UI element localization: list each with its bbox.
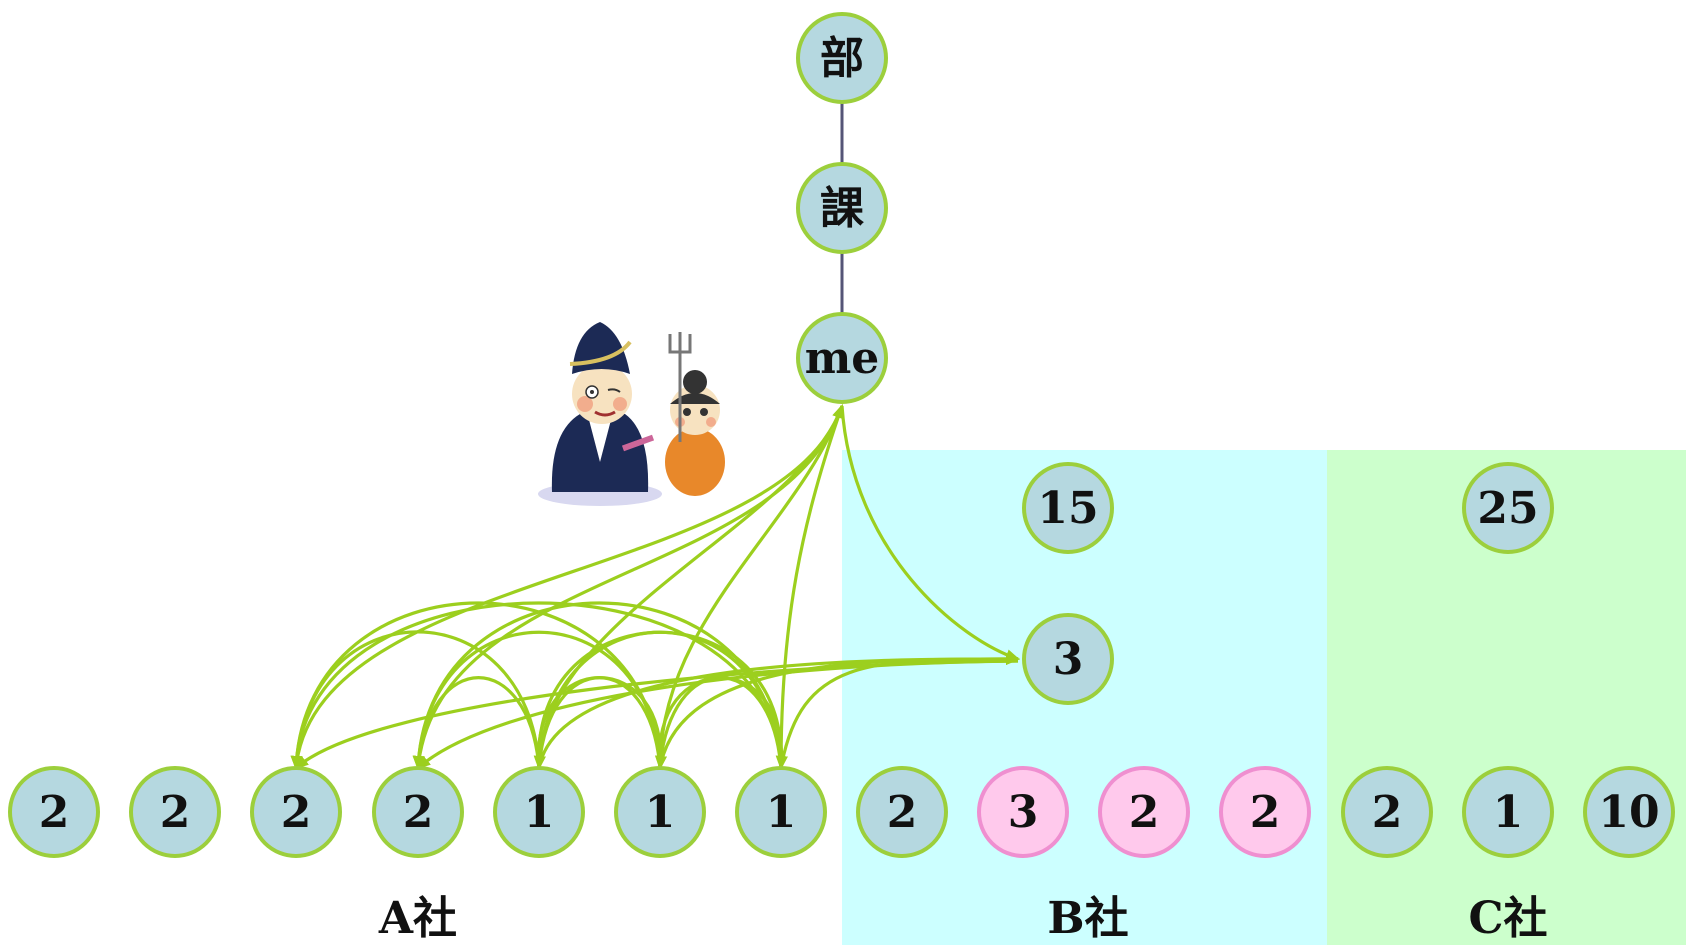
arrow-a-internal (655, 676, 783, 770)
arrow-to-b3 (779, 652, 1020, 769)
bottom-node-6: 1 (614, 766, 706, 858)
bottom-node-6-circle (614, 766, 706, 858)
arrow-a-internal (412, 601, 783, 770)
bottom-node-10: 2 (1098, 766, 1190, 858)
bottom-node-7: 1 (735, 766, 827, 858)
bottom-node-4: 2 (372, 766, 464, 858)
node-b-15-circle (1022, 462, 1114, 554)
bottom-node-2-label: 2 (160, 787, 191, 838)
node-bu-circle (796, 12, 888, 104)
bottom-node-11-label: 2 (1250, 787, 1281, 838)
bottom-node-12-label: 2 (1372, 787, 1403, 838)
arrow-from-me (291, 405, 844, 770)
bottom-node-6-label: 1 (645, 787, 676, 838)
bottom-node-5-circle (493, 766, 585, 858)
arrow-to-me (779, 404, 844, 769)
arrow-b3-to-a (416, 659, 1019, 770)
bottom-node-1: 2 (8, 766, 100, 858)
bottom-node-9-circle (977, 766, 1069, 858)
bottom-node-2-circle (129, 766, 221, 858)
bottom-node-11-circle (1219, 766, 1311, 858)
node-bu-label: 部 (820, 33, 864, 84)
node-c-25-circle (1462, 462, 1554, 554)
bottom-node-7-label: 1 (766, 787, 797, 838)
bottom-node-3-circle (250, 766, 342, 858)
node-bu: 部 (796, 12, 888, 104)
node-b-15-label: 15 (1037, 483, 1098, 534)
bottom-node-2: 2 (129, 766, 221, 858)
bottom-node-4-circle (372, 766, 464, 858)
bottom-node-5-label: 1 (524, 787, 555, 838)
node-c-25-label: 25 (1477, 483, 1538, 534)
arrow-a-internal (413, 676, 541, 770)
samurai-lord-and-child-illustration (538, 322, 725, 506)
node-me-circle (796, 312, 888, 404)
arrow-from-me (413, 405, 844, 770)
bottom-node-5: 1 (493, 766, 585, 858)
bottom-node-13-label: 1 (1493, 787, 1524, 838)
node-me: me (796, 312, 888, 404)
bottom-node-8: 2 (856, 766, 948, 858)
arrow-to-me (658, 404, 844, 769)
bottom-node-4-label: 2 (403, 787, 434, 838)
bottom-node-12-circle (1341, 766, 1433, 858)
bottom-node-3: 2 (250, 766, 342, 858)
bottom-node-9-label: 3 (1008, 787, 1039, 838)
bottom-node-7-circle (735, 766, 827, 858)
bottom-node-14: 10 (1583, 766, 1675, 858)
bottom-node-3-label: 2 (281, 787, 312, 838)
company-c-label: C社 (1468, 893, 1548, 944)
node-b-3-label: 3 (1053, 634, 1084, 685)
bottom-node-14-circle (1583, 766, 1675, 858)
node-me-label: me (805, 333, 880, 384)
arrow-me-to-b3 (840, 405, 1020, 661)
node-ka: 課 (796, 162, 888, 254)
bottom-node-13: 1 (1462, 766, 1554, 858)
node-ka-label: 課 (820, 183, 864, 234)
node-c-25: 25 (1462, 462, 1554, 554)
bottom-node-1-circle (8, 766, 100, 858)
bottom-node-10-circle (1098, 766, 1190, 858)
bottom-node-10-label: 2 (1129, 787, 1160, 838)
node-b-3: 3 (1022, 613, 1114, 705)
arrow-a-internal (537, 630, 788, 770)
company-b-label: B社 (1047, 893, 1129, 944)
bottom-node-14-label: 10 (1598, 787, 1659, 838)
node-ka-circle (796, 162, 888, 254)
bottom-node-13-circle (1462, 766, 1554, 858)
arrow-a-internal (657, 676, 788, 770)
bottom-node-1-label: 2 (39, 787, 70, 838)
node-b-15: 15 (1022, 462, 1114, 554)
bottom-node-11: 2 (1219, 766, 1311, 858)
bottom-node-9: 3 (977, 766, 1069, 858)
node-b-3-circle (1022, 613, 1114, 705)
company-a-label: A社 (378, 893, 458, 944)
bottom-node-8-circle (856, 766, 948, 858)
bottom-node-12: 2 (1341, 766, 1433, 858)
bottom-node-8-label: 2 (887, 787, 918, 838)
arrow-a-internal (290, 601, 662, 770)
